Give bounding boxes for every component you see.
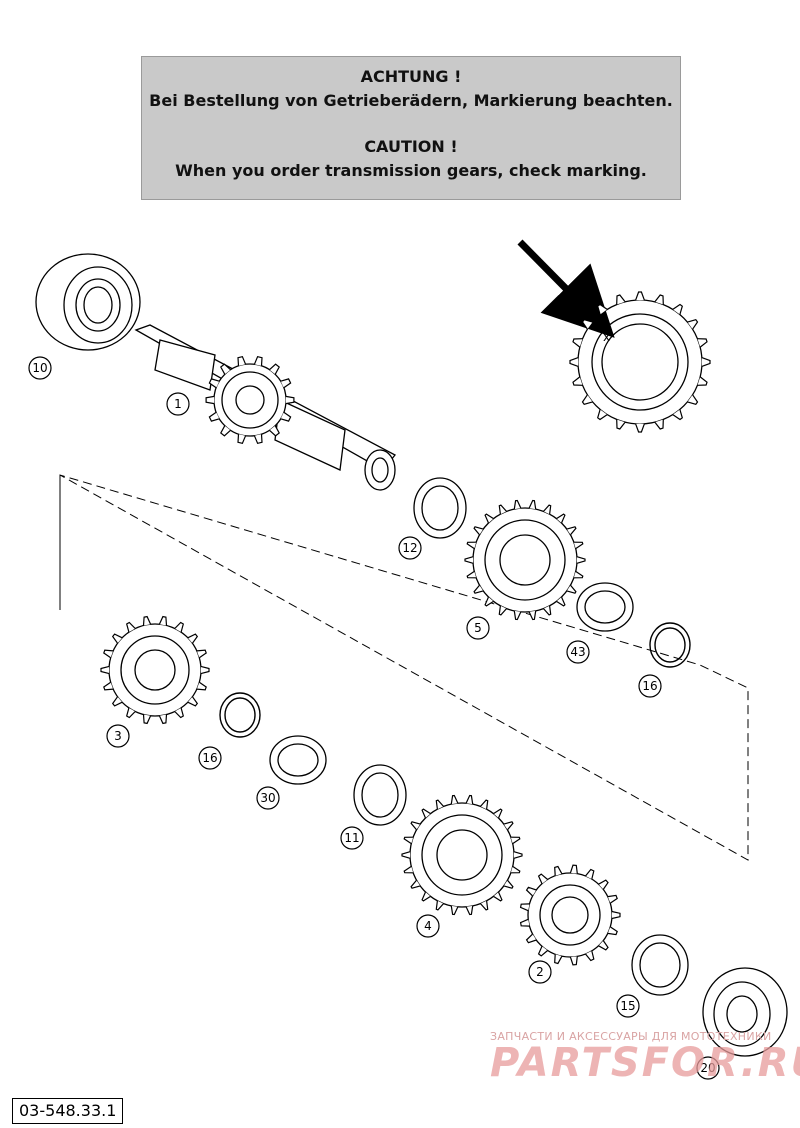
callout-label: 20 xyxy=(700,1061,715,1075)
watermark-tagline: ЗАПЧАСТИ И АКСЕССУАРЫ ДЛЯ МОТОТЕХНИКИ xyxy=(490,1030,772,1043)
callout-label: 16 xyxy=(642,679,657,693)
notice-en-text: When you order transmission gears, check… xyxy=(175,161,647,180)
notice-en-title: CAUTION ! xyxy=(364,137,458,156)
shaft-gear-teeth xyxy=(205,356,295,444)
callout-label: 30 xyxy=(260,791,275,805)
gear-4-teeth xyxy=(401,794,523,916)
callout-label: 4 xyxy=(424,919,432,933)
notice-de-text: Bei Bestellung von Getrieberädern, Marki… xyxy=(149,91,673,110)
callout-label: 10 xyxy=(32,361,47,375)
lock-washer-30 xyxy=(269,735,327,785)
caution-notice: ACHTUNG ! Bei Bestellung von Getrieberäd… xyxy=(141,56,681,200)
bearing-10 xyxy=(35,253,141,351)
assembly-dashed-outline xyxy=(59,474,749,861)
callout-label: 11 xyxy=(344,831,359,845)
callout-part-12: 12 xyxy=(398,536,422,560)
callout-label: 5 xyxy=(474,621,482,635)
snap-ring-16b xyxy=(219,692,261,738)
callout-part-15: 15 xyxy=(616,994,640,1018)
callout-part-30: 30 xyxy=(256,786,280,810)
callout-part-3: 3 xyxy=(106,724,130,748)
needle-bearing-11 xyxy=(353,764,407,826)
marked-gear-teeth xyxy=(569,291,711,433)
callout-label: 15 xyxy=(620,999,635,1013)
callout-part-4: 4 xyxy=(416,914,440,938)
callout-label: 12 xyxy=(402,541,417,555)
callout-part-1: 1 xyxy=(166,392,190,416)
callout-label: 2 xyxy=(536,965,544,979)
lock-washer-43 xyxy=(576,582,634,632)
main-shaft-1 xyxy=(134,324,396,491)
callout-label: 3 xyxy=(114,729,122,743)
gear-5 xyxy=(472,507,578,613)
needle-bearing-12 xyxy=(413,477,467,539)
marked-gear-detail xyxy=(577,299,703,425)
gear-4 xyxy=(409,802,515,908)
callout-label: 43 xyxy=(570,645,585,659)
callout-labels: 10 1 12 5 43 16 3 16 30 11 4 2 15 20 xyxy=(28,356,720,1080)
document-number: 03-548.33.1 xyxy=(12,1098,124,1124)
callout-part-2: 2 xyxy=(528,960,552,984)
callout-part-43: 43 xyxy=(566,640,590,664)
snap-ring-16a xyxy=(649,622,691,668)
gear-2-teeth xyxy=(519,864,621,966)
gear-3-teeth xyxy=(100,615,210,725)
washer-15 xyxy=(631,934,689,996)
callout-part-10: 10 xyxy=(28,356,52,380)
marking-arrow xyxy=(517,239,615,338)
gear-2 xyxy=(527,872,613,958)
watermark-logo: PARTSFOR.RU xyxy=(490,1040,800,1086)
notice-de-title: ACHTUNG ! xyxy=(360,67,462,86)
callout-label: 16 xyxy=(202,751,217,765)
bearing-20 xyxy=(702,967,788,1057)
callout-part-16a: 16 xyxy=(638,674,662,698)
callout-part-20: 20 xyxy=(696,1056,720,1080)
callout-part-16b: 16 xyxy=(198,746,222,770)
marking-x: x xyxy=(603,330,610,344)
callout-part-11: 11 xyxy=(340,826,364,850)
gear-5-teeth xyxy=(464,499,586,621)
callout-part-5: 5 xyxy=(466,616,490,640)
callout-label: 1 xyxy=(174,397,182,411)
gear-3 xyxy=(108,623,202,717)
